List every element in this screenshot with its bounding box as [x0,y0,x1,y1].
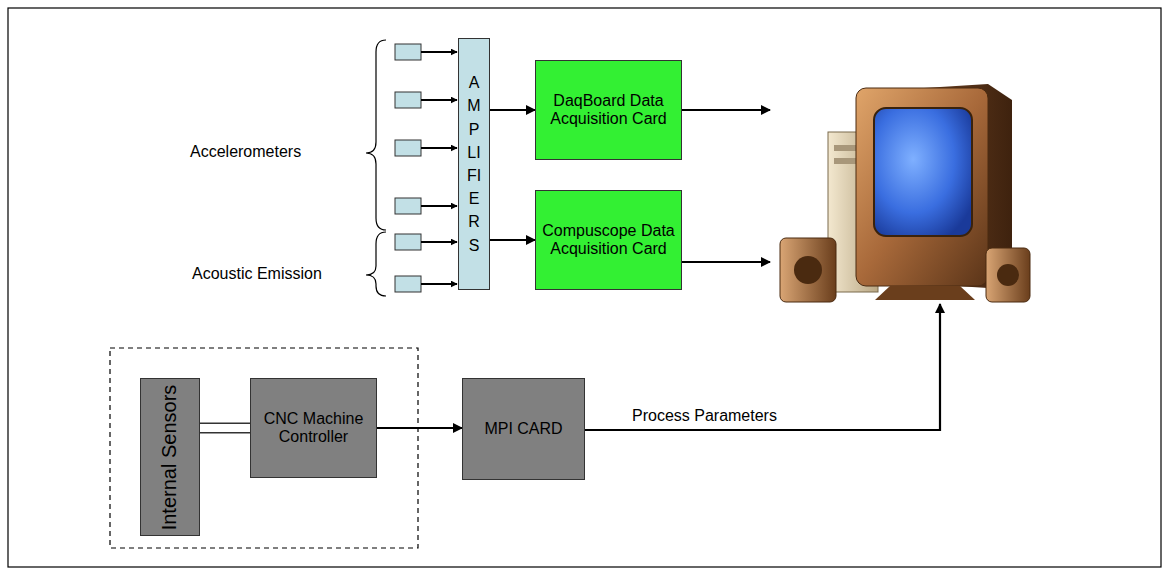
monitor-stand [875,286,975,300]
box-text: CNC Machine Controller [255,410,372,447]
acoustic-sensor [395,234,421,250]
connector-line [377,427,462,429]
accelerometer-sensor [395,140,421,156]
sensor-wire [421,99,457,101]
speaker-cone [997,264,1019,286]
accelerometer-sensor [395,44,421,60]
group-brace [366,232,386,296]
machine-boundary [110,348,418,548]
box-text: Internal Sensors [159,384,182,530]
box-text: Compuscope Data Acquisition Card [540,222,677,259]
computer-illustration [780,84,1030,302]
interface-card: MPI CARD [462,378,585,480]
box-text: MPI CARD [484,420,562,438]
group-brace [366,40,386,230]
group-label: Acoustic Emission [192,265,322,283]
double-line-outer [200,423,250,434]
process-line [585,304,940,430]
sensor-wire [421,147,457,149]
box-text: DaqBoard Data Acquisition Card [540,92,677,129]
sensor-group [395,44,421,292]
connector [490,110,535,111]
data-arrow [680,261,770,263]
sensor-block: Internal Sensors [140,378,200,536]
sensor-wires [421,52,457,284]
amplifier-box: AMPLIFIERS [458,38,490,290]
speaker [986,248,1030,302]
acquisition-card: DaqBoard Data Acquisition Card [535,60,682,160]
controller-box: CNC Machine Controller [250,378,377,478]
connector [377,428,462,429]
group-label: Accelerometers [190,143,301,161]
box-text: AMPLIFIERS [466,71,482,257]
speaker-cone [794,256,822,284]
data-arrow [680,109,770,111]
connector [200,428,250,429]
connector [490,240,535,241]
sensor-wire [421,283,457,285]
double-line-inner [200,424,250,432]
acoustic-sensor [395,276,421,292]
sensor-wire [421,51,457,53]
accelerometer-sensor [395,198,421,214]
speaker [780,238,836,302]
acquisition-card: Compuscope Data Acquisition Card [535,190,682,290]
outer-frame [8,8,1161,567]
accelerometer-sensor [395,92,421,108]
connector-line [490,109,535,111]
sensor-wire [421,241,457,243]
monitor-screen [874,108,972,236]
signal-label: Process Parameters [630,407,779,425]
monitor-bezel [856,88,988,286]
connector-line [490,239,535,241]
sensor-wire [421,205,457,207]
